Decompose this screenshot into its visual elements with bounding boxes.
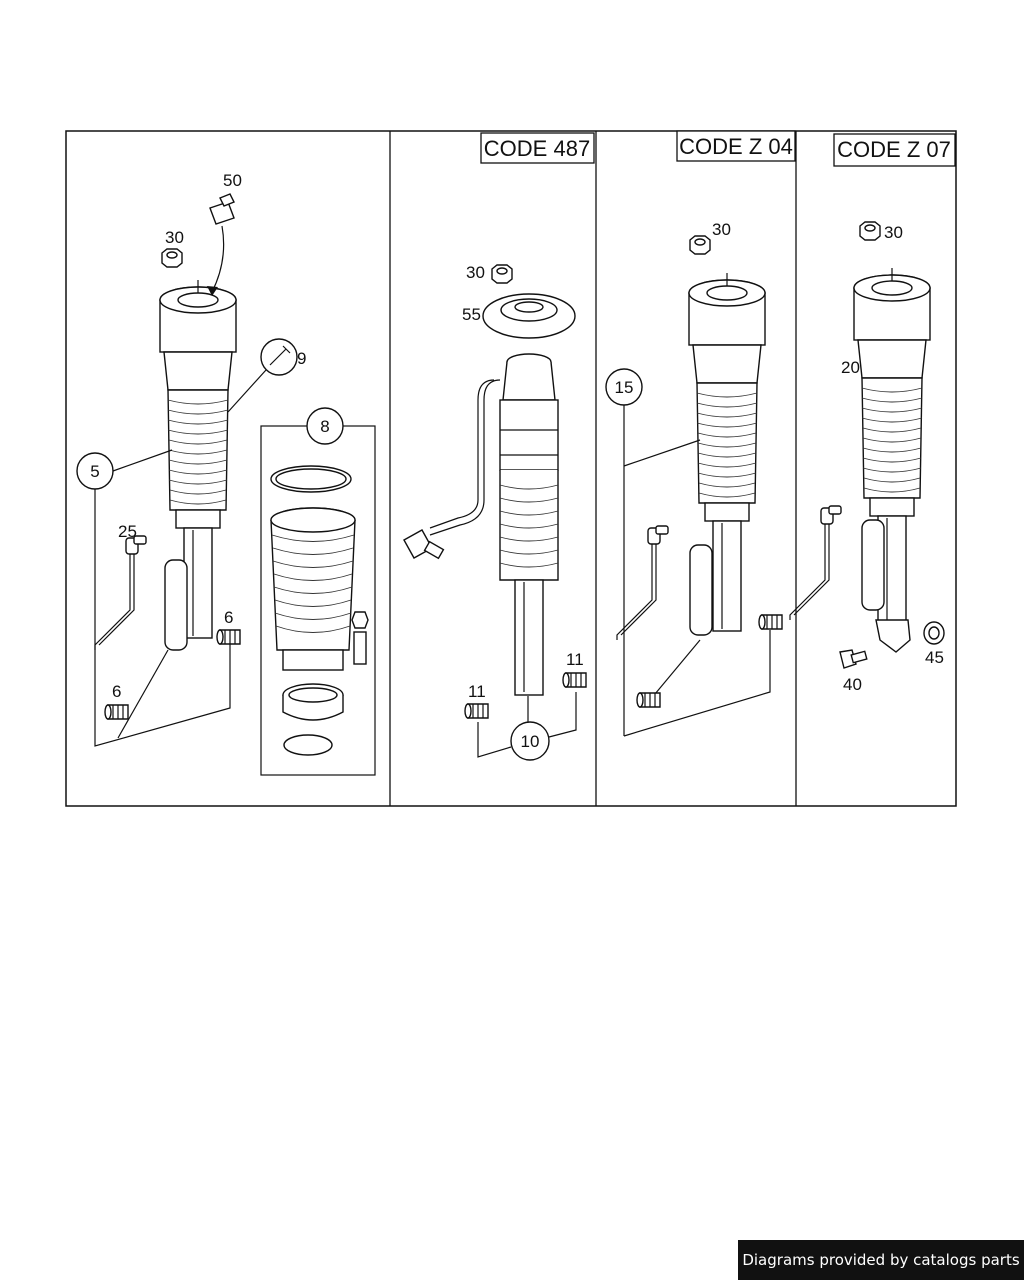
plug-icon — [636, 692, 661, 708]
nut-30-icon — [859, 221, 881, 241]
code-label-z07: CODE Z 07 — [837, 137, 951, 162]
panel-3: 30 15 — [605, 220, 783, 737]
panel-1: 50 30 9 5 25 6 6 8 — [76, 171, 376, 776]
callout-11a: 11 — [468, 682, 486, 701]
mount-bracket-icon — [875, 619, 911, 653]
nut-30-icon — [161, 248, 183, 268]
reservoir-icon — [861, 519, 885, 611]
callout-6b: 6 — [112, 682, 121, 701]
callout-45: 45 — [925, 648, 944, 667]
fitting-icon — [403, 529, 445, 560]
callout-circle-10 — [510, 721, 550, 761]
code-label-z04: CODE Z 04 — [679, 134, 793, 159]
callout-5: 5 — [90, 462, 99, 481]
diagram-frame — [65, 130, 957, 807]
callout-25: 25 — [118, 522, 137, 541]
arrow-head-50 — [207, 286, 218, 296]
damper-strut-icon — [499, 353, 559, 696]
plug-11-icon — [464, 703, 489, 719]
callout-30: 30 — [712, 220, 731, 239]
callout-6a: 6 — [224, 608, 233, 627]
screw-icon — [351, 611, 369, 665]
callout-50: 50 — [223, 171, 242, 190]
panel-4: 30 20 40 45 — [789, 221, 945, 694]
plug-icon — [758, 614, 783, 630]
mount-plate-55-icon — [482, 293, 576, 339]
arrow-50 — [211, 225, 225, 293]
plug-6-icon — [216, 629, 241, 645]
plug-11-icon — [562, 672, 587, 688]
wrench-9-icon — [260, 338, 298, 376]
callout-9: 9 — [297, 349, 306, 368]
code-label-487: CODE 487 — [484, 136, 590, 161]
code-box-z04 — [676, 130, 796, 162]
code-box-487 — [480, 132, 595, 164]
nut-30-icon — [689, 235, 711, 255]
sensor-icon — [616, 525, 669, 641]
callout-30: 30 — [884, 223, 903, 242]
nut-30-icon — [491, 264, 513, 284]
reservoir-icon — [689, 544, 713, 636]
o-ring-icon — [283, 734, 333, 756]
plug-6-icon — [104, 704, 129, 720]
callout-40: 40 — [843, 675, 862, 694]
reservoir-icon — [164, 559, 188, 651]
hydraulic-line-icon — [429, 379, 501, 536]
nut-45-icon — [923, 621, 945, 645]
panel-2: 30 55 — [403, 263, 587, 761]
callout-30: 30 — [165, 228, 184, 247]
callout-30: 30 — [466, 263, 485, 282]
sensor-25-icon — [94, 535, 147, 651]
callout-circle-8 — [306, 407, 344, 445]
code-box-z07 — [833, 133, 956, 167]
mount-ring-icon — [282, 683, 344, 721]
bolt-40-icon — [839, 649, 868, 669]
callout-11b: 11 — [566, 650, 584, 669]
bolt-50-icon — [209, 193, 235, 225]
bellows-icon — [270, 507, 356, 671]
callout-15: 15 — [615, 378, 634, 397]
callout-55: 55 — [462, 305, 481, 324]
callout-20: 20 — [841, 358, 860, 377]
callout-10: 10 — [521, 732, 540, 751]
callout-8: 8 — [320, 417, 329, 436]
sensor-icon — [789, 505, 842, 621]
footer-credit: Diagrams provided by catalogs parts — [738, 1240, 1024, 1280]
